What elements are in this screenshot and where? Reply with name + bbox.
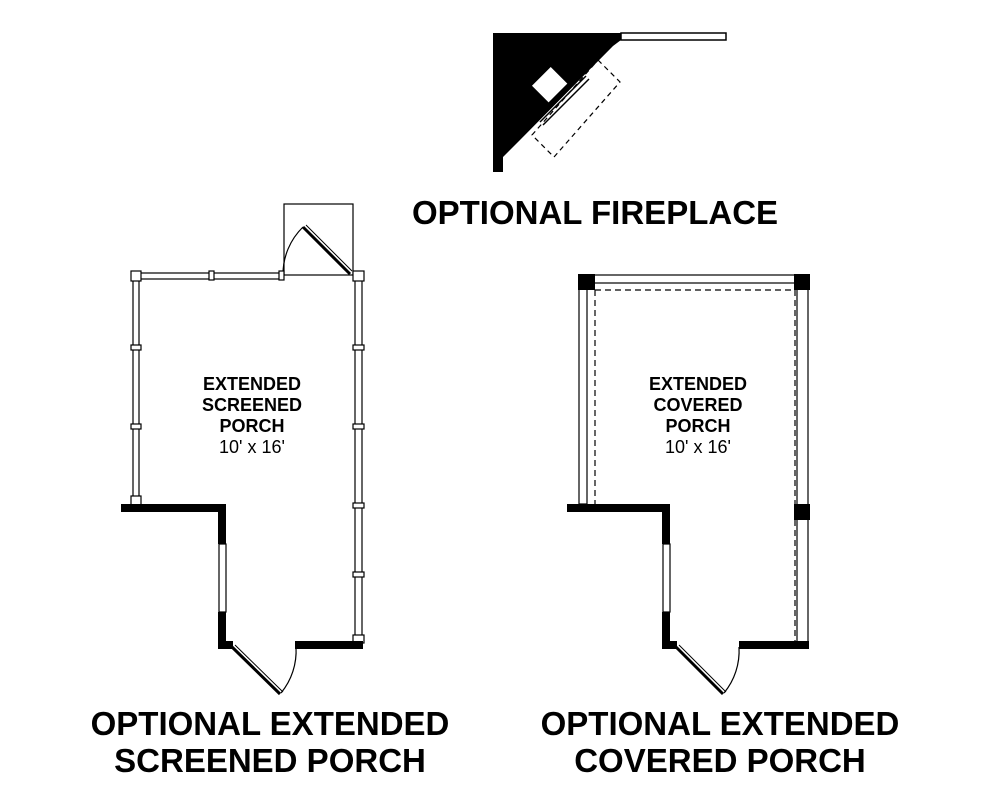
- screened-room-name-1: EXTENDED: [202, 374, 301, 394]
- covered-room-name-1: EXTENDED: [648, 374, 747, 394]
- screened-room-dimensions: 10' x 16': [219, 437, 285, 457]
- screened-house-wall-vertical: [218, 504, 226, 544]
- screened-wall-right: [354, 272, 363, 644]
- covered-house-wall-horizontal: [567, 504, 670, 512]
- screened-porch-caption-line2: SCREENED PORCH: [114, 742, 426, 779]
- screened-porch-top-door-frame: [283, 203, 354, 276]
- covered-room-name-3: PORCH: [665, 416, 731, 436]
- fireplace-wall-stub: [620, 32, 727, 41]
- covered-room-name-2: COVERED: [653, 395, 743, 415]
- covered-roof-outline: [594, 289, 796, 642]
- screened-bottom-door-swing: [280, 646, 297, 694]
- screened-room-name-3: PORCH: [219, 416, 285, 436]
- screened-window: [218, 543, 227, 613]
- covered-porch-caption-line1: OPTIONAL EXTENDED: [540, 705, 900, 742]
- screened-porch-caption-line1: OPTIONAL EXTENDED: [90, 705, 450, 742]
- fireplace-hearth-outline: [531, 59, 621, 158]
- fireplace-plan: [493, 32, 727, 172]
- covered-room-dimensions: 10' x 16': [665, 437, 731, 457]
- screened-porch-plan: [121, 203, 365, 696]
- fireplace-firebox: [529, 64, 570, 105]
- screened-bottom-door-leaf: [230, 645, 282, 696]
- fireplace-masonry: [493, 33, 621, 172]
- covered-porch-room-label: EXTENDED COVERED PORCH 10' x 16': [618, 374, 778, 458]
- screened-wall-top: [132, 272, 284, 280]
- covered-post-top-right: [794, 274, 810, 290]
- covered-bottom-door-swing: [723, 646, 740, 694]
- covered-post-top-left: [578, 274, 595, 290]
- screened-porch-top-door-swing: [282, 226, 304, 276]
- screened-room-name-2: SCREENED: [201, 395, 303, 415]
- covered-post-mid-right: [794, 504, 810, 520]
- screened-wall-left: [132, 272, 140, 506]
- covered-window: [662, 543, 671, 613]
- covered-bottom-door-leaf: [674, 645, 725, 696]
- fireplace-caption: OPTIONAL FIREPLACE: [411, 194, 779, 231]
- covered-porch-plan: [567, 274, 810, 696]
- screened-porch-room-label: EXTENDED SCREENED PORCH 10' x 16': [172, 374, 332, 458]
- screened-house-wall-horizontal: [121, 504, 225, 512]
- covered-porch-caption-line2: COVERED PORCH: [574, 742, 866, 779]
